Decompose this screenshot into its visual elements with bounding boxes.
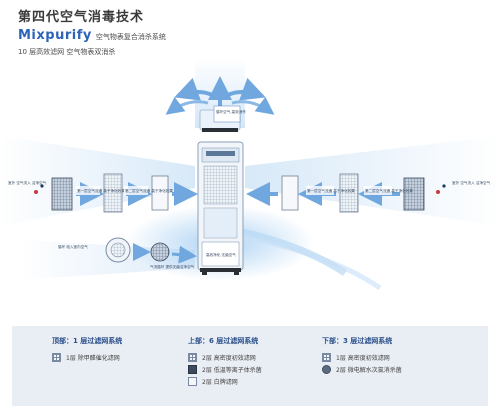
electrolysis-icon	[322, 364, 331, 374]
legend-upper-column: 上部：6 层过滤网系统 2层 高密度初效滤网 2层 低温等离子体杀菌 2层 白牌…	[188, 336, 262, 387]
legend-lower-item: 1层 高密度初效滤网	[322, 351, 402, 363]
bottom-intake: 循环 吸入室内空气 气流循环 提供无菌洁净空气 高效净化 无菌空气	[58, 237, 236, 269]
legend-lower-item: 2层 微电解水次氯消杀菌	[322, 363, 402, 375]
feature-line: 10 层高效滤网 空气物表双消杀	[18, 48, 116, 56]
left-filter-chain: 室外 空气流入 洁净空气 第一层空气流通 高于净化效果 第二层空气流通 高于净化…	[8, 173, 198, 213]
right-filter-chain: 室外 空气流入 洁净空气 第一层空气流通 高于净化效果 第二层空气流通 高于净化…	[246, 173, 491, 213]
right-outside-label: 室外 空气流入 洁净空气	[452, 180, 491, 185]
top-callout-label: 循环空气 高效消杀	[216, 109, 246, 114]
right-filter-label-2: 第二层空气流通 高于净化效果	[365, 188, 413, 193]
brand-subtitle: 空气物表复合消杀系统	[95, 33, 166, 41]
left-outside-label: 室外 空气流入 洁净空气	[8, 180, 47, 185]
legend-upper-item: 2层 高密度初效滤网	[188, 351, 262, 363]
left-filter-label-1: 第一层空气流通 高于净化效果	[77, 188, 125, 193]
filter-legend-panel: 顶部：1 层过滤网系统 1层 除甲醛催化滤网 上部：6 层过滤网系统 2层 高密…	[12, 326, 488, 406]
high-density-filter-icon	[322, 352, 331, 362]
top-outflow-arrows	[165, 76, 275, 115]
legend-top-column: 顶部：1 层过滤网系统 1层 除甲醛催化滤网	[52, 336, 122, 363]
legend-top-heading: 顶部：1 层过滤网系统	[52, 337, 123, 345]
bottom-left-center-label: 气流循环 提供无菌洁净空气	[150, 264, 195, 269]
white-filter-icon	[188, 376, 197, 386]
legend-top-item: 1层 除甲醛催化滤网	[52, 351, 122, 363]
legend-upper-item: 2层 低温等离子体杀菌	[188, 363, 262, 375]
left-filter-label-2: 第二层空气流通 高于净化效果	[125, 188, 173, 193]
brand-name: Mixpurify	[18, 28, 92, 43]
brand-row: Mixpurify 空气物表复合消杀系统	[18, 28, 166, 43]
legend-lower-column: 下部：3 层过滤网系统 1层 高密度初效滤网 2层 微电解水次氯消杀菌	[322, 336, 402, 375]
purifier-tower	[197, 141, 244, 275]
plasma-filter-icon	[188, 364, 197, 374]
center-bottom-label: 高效净化 无菌空气	[206, 252, 236, 257]
legend-upper-heading: 上部：6 层过滤网系统	[188, 337, 259, 345]
airflow-beams	[0, 58, 500, 291]
bottom-left-label: 循环 吸入室内空气	[58, 244, 88, 249]
purifier-diagram: 循环空气 高效消杀 室外 空气流入 洁净空气 第一层空气流通 高于净化效果 第二…	[0, 58, 500, 291]
catalyst-filter-icon	[52, 352, 61, 362]
high-density-filter-icon	[188, 352, 197, 362]
legend-upper-item: 2层 白牌滤网	[188, 375, 262, 387]
top-filter-module: 循环空气 高效消杀	[199, 105, 246, 132]
right-filter-label-1: 第一层空气流通 高于净化效果	[307, 188, 355, 193]
page-title: 第四代空气消毒技术	[18, 10, 145, 25]
legend-lower-heading: 下部：3 层过滤网系统	[322, 337, 393, 345]
